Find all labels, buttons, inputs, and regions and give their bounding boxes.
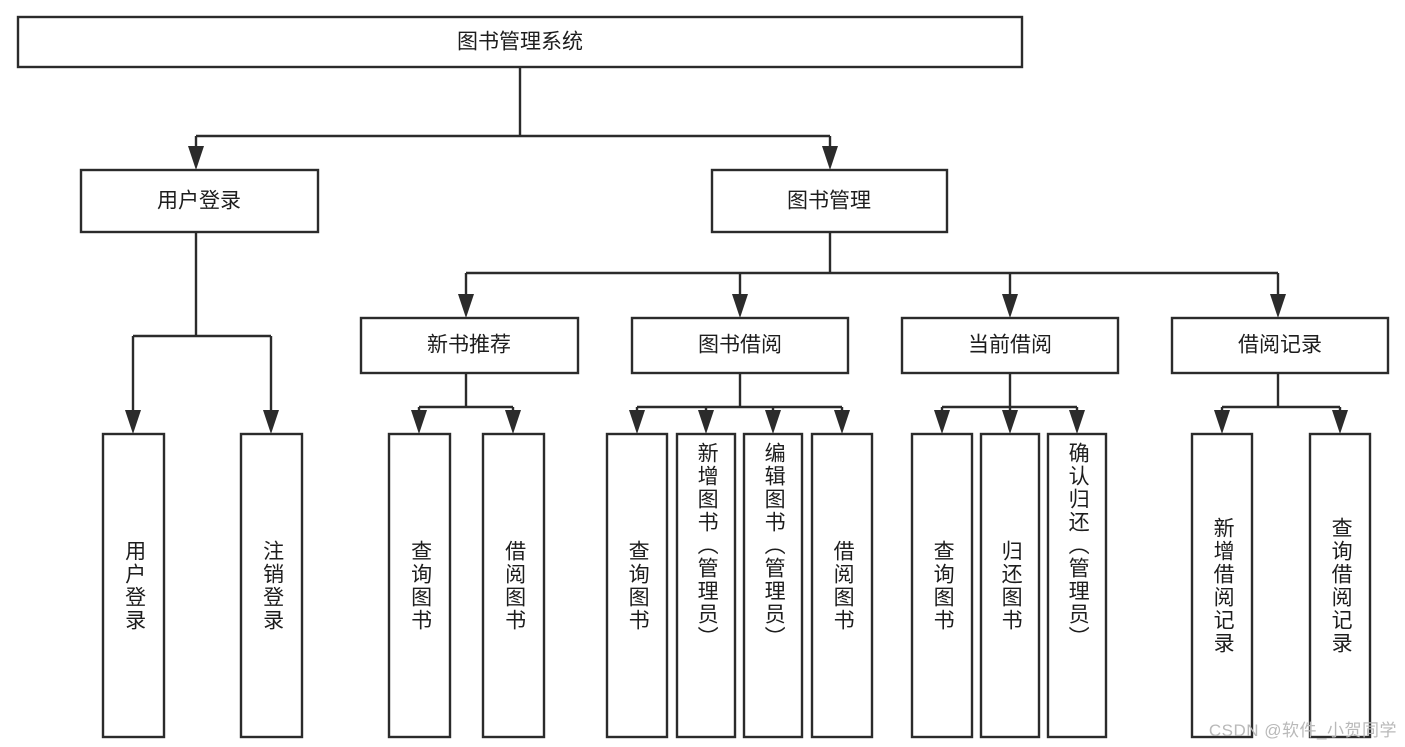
connector-book-manage-to-level3 bbox=[458, 232, 1286, 318]
arrow-head-br-1 bbox=[1214, 410, 1230, 434]
node-root[interactable] bbox=[16, 15, 1024, 69]
arrow-head-cb-3 bbox=[1069, 410, 1085, 434]
leaf-box-cb-1[interactable] bbox=[910, 432, 974, 739]
node-book-borrow[interactable] bbox=[630, 316, 850, 375]
connector-user-login-to-leaves bbox=[125, 232, 279, 434]
node-user-login[interactable] bbox=[79, 168, 320, 234]
arrow-head-ul-1 bbox=[125, 410, 141, 434]
leaf-box-bb-3[interactable] bbox=[742, 432, 804, 739]
leaf-box-nb-2[interactable] bbox=[481, 432, 546, 739]
leaf-box-ul-1[interactable] bbox=[101, 432, 166, 739]
node-borrow-record[interactable] bbox=[1170, 316, 1390, 375]
node-user-login-label: 用户登录 bbox=[157, 190, 241, 213]
arrow-head-cb-1 bbox=[934, 410, 950, 434]
arrow-head-nb-2 bbox=[505, 410, 521, 434]
arrow-head-l3-3 bbox=[1002, 294, 1018, 318]
leaf-box-nb-1[interactable] bbox=[387, 432, 452, 739]
arrow-head-cb-2 bbox=[1002, 410, 1018, 434]
arrow-head-nb-1 bbox=[411, 410, 427, 434]
node-current-borrow[interactable] bbox=[900, 316, 1120, 375]
arrow-head-l3-2 bbox=[732, 294, 748, 318]
arrow-head-user-login bbox=[188, 146, 204, 170]
leaf-box-bb-4[interactable] bbox=[810, 432, 874, 739]
node-current-borrow-label: 当前借阅 bbox=[968, 334, 1052, 357]
connector-book-borrow-to-leaves bbox=[629, 373, 850, 434]
arrow-head-bb-1 bbox=[629, 410, 645, 434]
arrow-head-bb-3 bbox=[765, 410, 781, 434]
node-book-manage[interactable] bbox=[710, 168, 949, 234]
connector-borrow-record-to-leaves bbox=[1214, 373, 1348, 434]
csdn-watermark: CSDN @软件_小贺同学 bbox=[1208, 721, 1397, 740]
node-new-book-recommend[interactable] bbox=[359, 316, 580, 375]
node-book-manage-label: 图书管理 bbox=[787, 190, 871, 213]
leaf-box-br-1[interactable] bbox=[1190, 432, 1254, 739]
leaf-box-bb-1[interactable] bbox=[605, 432, 669, 739]
node-book-borrow-label: 图书借阅 bbox=[698, 334, 782, 357]
arrow-head-ul-2 bbox=[263, 410, 279, 434]
arrow-head-bb-2 bbox=[698, 410, 714, 434]
arrow-head-book-manage bbox=[822, 146, 838, 170]
node-root-label: 图书管理系统 bbox=[457, 31, 583, 54]
arrow-head-bb-4 bbox=[834, 410, 850, 434]
leaf-box-cb-3[interactable] bbox=[1046, 432, 1108, 739]
node-new-book-recommend-label: 新书推荐 bbox=[427, 334, 511, 357]
leaf-box-bb-2[interactable] bbox=[675, 432, 737, 739]
leaf-box-ul-2[interactable] bbox=[239, 432, 304, 739]
arrow-head-l3-1 bbox=[458, 294, 474, 318]
connector-current-borrow-to-leaves bbox=[934, 373, 1085, 434]
node-borrow-record-label: 借阅记录 bbox=[1238, 334, 1322, 357]
connector-new-book-to-leaves bbox=[411, 373, 521, 434]
connector-root-to-level2 bbox=[188, 67, 838, 170]
arrow-head-br-2 bbox=[1332, 410, 1348, 434]
leaf-box-br-2[interactable] bbox=[1308, 432, 1372, 739]
arrow-head-l3-4 bbox=[1270, 294, 1286, 318]
leaf-box-cb-2[interactable] bbox=[979, 432, 1041, 739]
